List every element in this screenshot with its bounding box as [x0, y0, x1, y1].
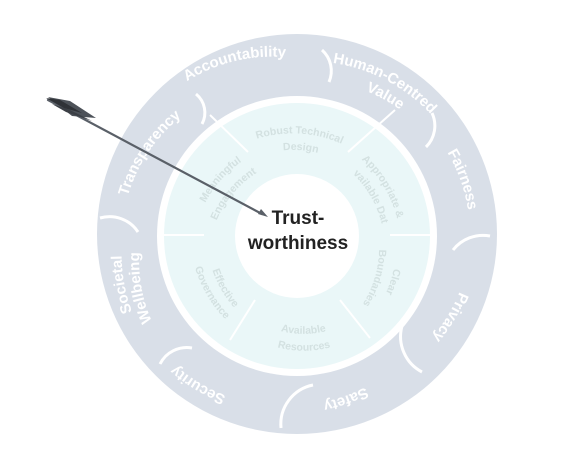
outer-separator-5 [399, 325, 423, 374]
inner-separator-1 [347, 109, 396, 153]
outer-separator-3 [424, 112, 437, 149]
outer-separator-8 [99, 215, 140, 233]
outer-separator-4 [451, 233, 491, 251]
center-disc [235, 174, 359, 298]
arrow-icon [46, 97, 268, 217]
arrow-shaft [46, 98, 264, 216]
outer-separator-2 [320, 48, 333, 83]
arrow-fletch-2 [52, 104, 92, 121]
inner-ring-separators [164, 109, 430, 341]
outer-separator-1 [194, 92, 207, 125]
inner-label-robust-technical-design-line2: Design [283, 141, 320, 156]
outer-separator-7 [158, 346, 193, 365]
outer-separator-6 [279, 383, 314, 429]
center-label-line1: Trust- [272, 208, 325, 229]
inner-separator-4 [229, 299, 256, 341]
arrow-tip [258, 209, 268, 217]
inner-separator-6 [209, 114, 249, 153]
outer-ring-separators [99, 48, 491, 429]
arrow-fletching [46, 97, 96, 121]
inner-label-available-resources-line1: Available [280, 322, 327, 337]
inner-separator-3 [339, 299, 371, 339]
arrow-fletch-3 [46, 98, 82, 113]
center-label-line2: worthiness [247, 233, 348, 254]
inner-label-available-resources-line2: Resources [277, 339, 332, 354]
